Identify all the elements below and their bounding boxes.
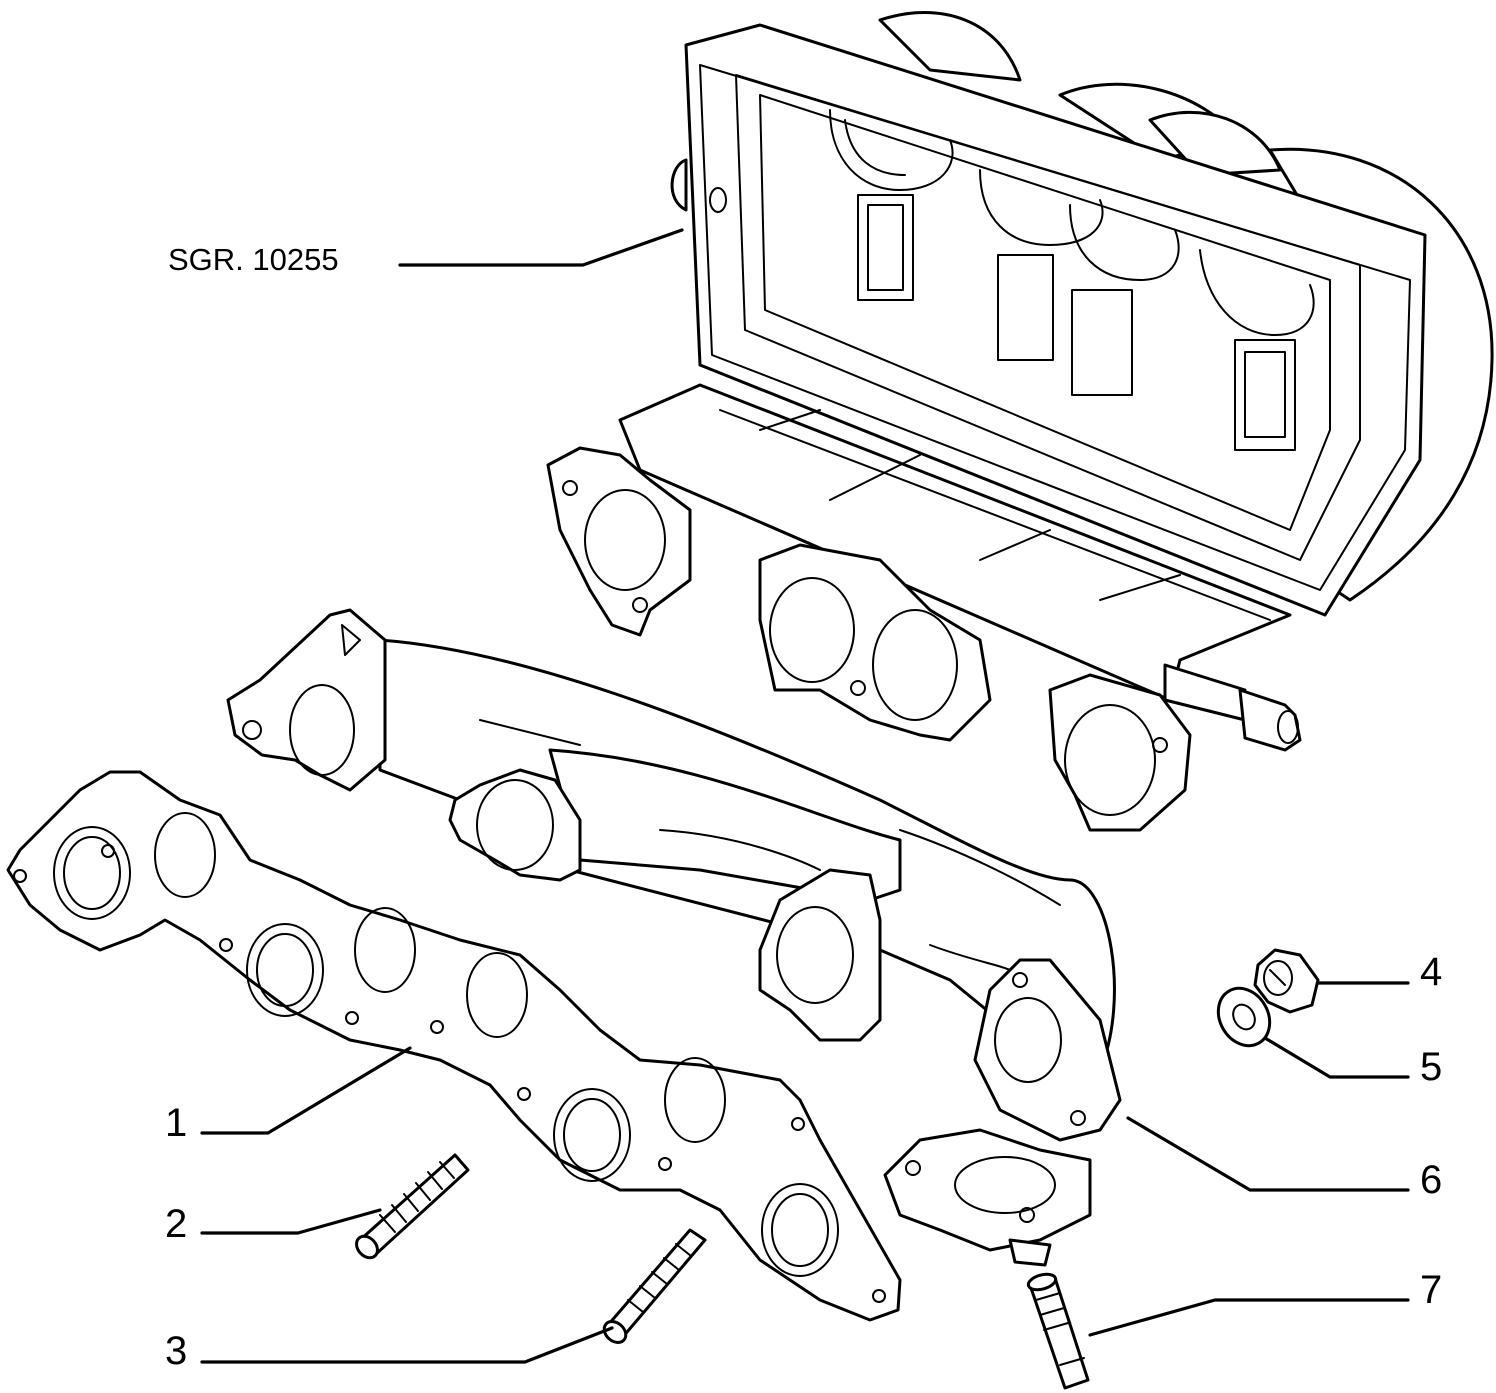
reference-label: SGR. 10255 xyxy=(168,242,339,277)
leader-3 xyxy=(200,1326,614,1364)
callout-7: 7 xyxy=(1420,1268,1442,1312)
intake-manifold xyxy=(546,11,1494,832)
stud-3 xyxy=(602,1228,707,1344)
callout-5: 5 xyxy=(1420,1045,1442,1089)
exhaust-gasket xyxy=(6,770,902,1322)
leader-7 xyxy=(1088,1298,1410,1337)
nut-4 xyxy=(1253,948,1320,1014)
callout-2: 2 xyxy=(165,1202,187,1246)
leader-6 xyxy=(1126,1116,1410,1192)
leader-5 xyxy=(1263,1036,1410,1079)
leader-2 xyxy=(200,1208,382,1235)
callout-6: 6 xyxy=(1420,1158,1442,1202)
callout-4: 4 xyxy=(1420,950,1442,994)
labels: SGR. 10255 1 2 3 4 5 6 7 xyxy=(165,242,1442,1373)
leader-1 xyxy=(200,1046,412,1135)
callout-1: 1 xyxy=(165,1101,187,1145)
callout-3: 3 xyxy=(165,1329,187,1373)
leader-lines xyxy=(200,228,1410,1364)
leader-reference xyxy=(398,228,684,267)
stud-7 xyxy=(1026,1272,1090,1390)
stud-2 xyxy=(355,1153,470,1260)
washer-5 xyxy=(1216,986,1272,1048)
exhaust-manifold xyxy=(226,608,1122,1267)
